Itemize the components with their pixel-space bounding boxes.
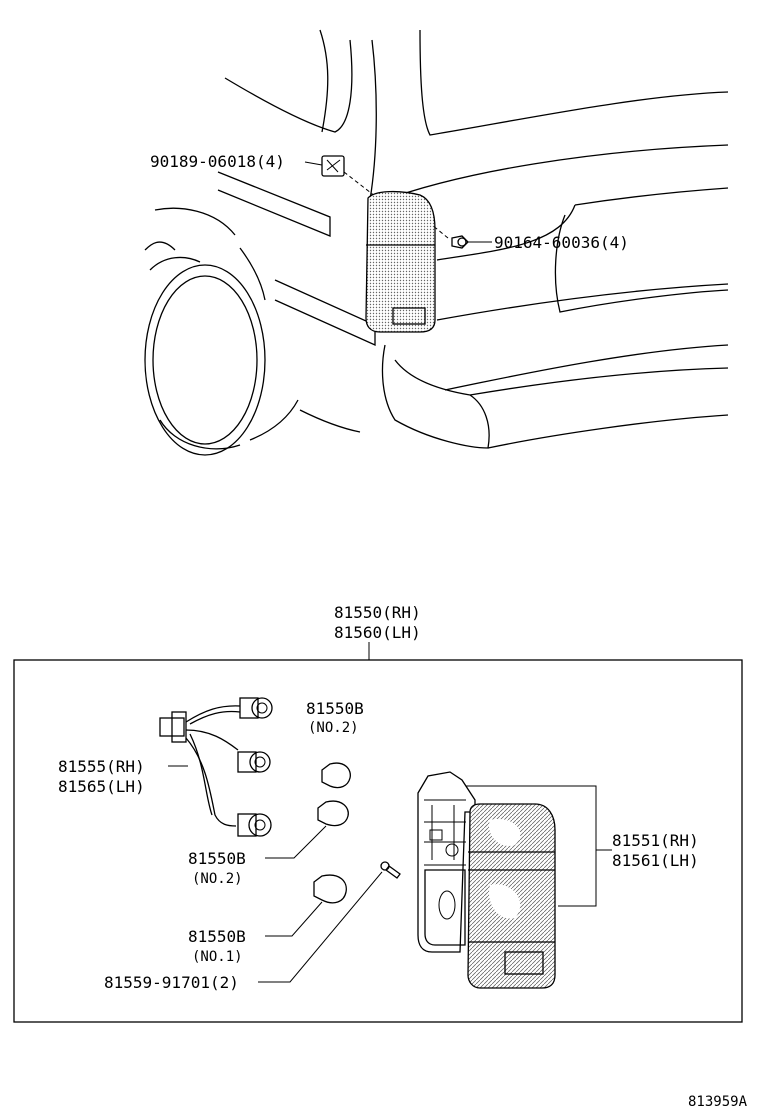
lens-rh-label: 81551(RH) (612, 831, 699, 850)
lamp-housing-icon (417, 771, 476, 953)
vehicle-rear-drawing (144, 29, 729, 456)
bulb-lower-code: 81550B (188, 927, 246, 946)
clip-icon (321, 155, 345, 177)
lens-screw-icon (380, 861, 401, 879)
socket-rh-label: 81555(RH) (58, 757, 145, 776)
bulb-lower-note: (NO.1) (192, 949, 243, 965)
bulb-upper-icon (321, 762, 351, 789)
installed-tail-lamp (365, 190, 436, 333)
assembly-lh-label: 81560(LH) (334, 623, 421, 642)
lens-lh-label: 81561(LH) (612, 851, 699, 870)
assembly-box (13, 659, 743, 1023)
figure-id: 813959A (688, 1094, 748, 1110)
screw-label: 81559-91701(2) (104, 973, 239, 992)
socket-wire-icon (159, 697, 273, 837)
bulb-upper-code: 81550B (306, 699, 364, 718)
bulb-middle-code: 81550B (188, 849, 246, 868)
bulb-middle-icon (317, 800, 349, 827)
clip-part-number: 90189-06018(4) (150, 152, 285, 171)
assembly-rh-label: 81550(RH) (334, 603, 421, 622)
socket-lh-label: 81565(LH) (58, 777, 145, 796)
bulb-middle-note: (NO.2) (192, 871, 243, 887)
screw-part-number: 90164-60036(4) (494, 233, 629, 252)
screw-icon (451, 235, 469, 249)
bulb-upper-note: (NO.2) (308, 720, 359, 736)
lens-icon (467, 803, 556, 989)
bulb-lower-icon (313, 874, 347, 904)
